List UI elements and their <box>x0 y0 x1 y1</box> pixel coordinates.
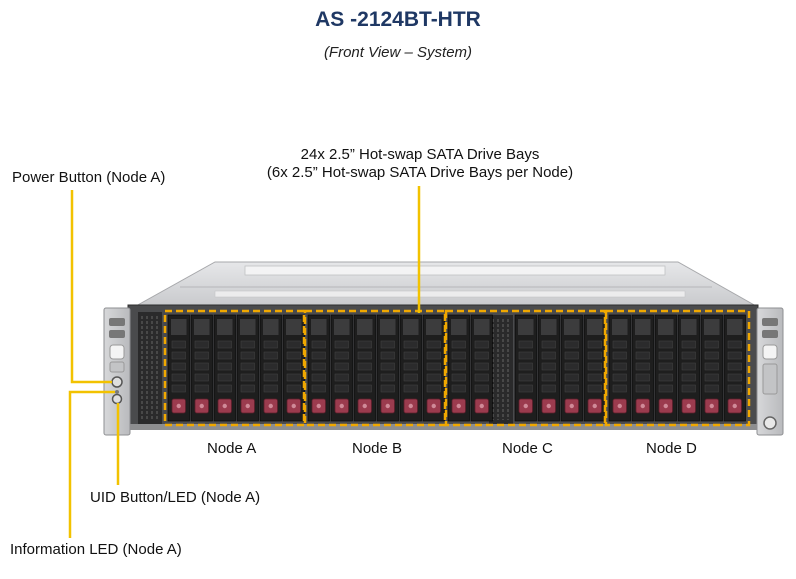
drive-bay-icon <box>282 314 305 422</box>
node-c-label: Node C <box>502 440 553 457</box>
drive-bay-icon <box>447 314 470 422</box>
rack-ear-icon <box>103 307 131 436</box>
uid-button-label: UID Button/LED (Node A) <box>90 489 261 506</box>
vent-grille-center <box>489 315 513 424</box>
drive-bays <box>167 314 746 422</box>
drive-bay-icon <box>514 314 537 422</box>
information-led-label: Information LED (Node A) <box>10 541 182 558</box>
information-led-icon <box>115 390 119 394</box>
rack-ear-right-icon <box>756 307 784 436</box>
drive-bay-icon <box>537 314 560 422</box>
chassis-top-panel <box>244 265 666 276</box>
power-button-icon <box>111 376 123 388</box>
drive-bay-icon <box>213 314 236 422</box>
page-title: AS -2124BT-HTR <box>315 8 481 31</box>
page-subtitle: (Front View – System) <box>323 44 473 61</box>
drive-bay-icon <box>608 314 631 422</box>
drive-bay-icon <box>236 314 259 422</box>
information-led-callout-line <box>68 390 115 538</box>
vent-grille-left <box>138 312 162 424</box>
power-button-label: Power Button (Node A) <box>12 169 166 186</box>
drive-bay-icon <box>677 314 700 422</box>
node-d-outline <box>604 309 751 427</box>
drive-bay-icon <box>631 314 654 422</box>
drive-bay-icon <box>353 314 376 422</box>
drive-bay-icon <box>583 314 606 422</box>
drive-bay-icon <box>422 314 445 422</box>
drive-bay-icon <box>167 314 190 422</box>
drive-bay-icon <box>700 314 723 422</box>
node-b-outline <box>303 309 447 427</box>
uid-button-icon <box>111 393 123 405</box>
drive-bay-icon <box>259 314 282 422</box>
drive-bay-icon <box>560 314 583 422</box>
power-button-callout-line <box>70 190 112 384</box>
node-a-label: Node A <box>207 440 257 457</box>
drive-bay-icon <box>399 314 422 422</box>
node-d-label: Node D <box>646 440 697 457</box>
drive-bay-icon <box>330 314 353 422</box>
node-a-outline <box>163 309 306 427</box>
drive-bay-icon <box>723 314 746 422</box>
drive-bays-label-line1: 24x 2.5” Hot-swap SATA Drive Bays <box>300 146 540 163</box>
drive-bays-callout: 24x 2.5” Hot-swap SATA Drive Bays (6x 2.… <box>0 146 796 182</box>
drive-bay-icon <box>470 314 493 422</box>
drive-bay-icon <box>190 314 213 422</box>
front-bezel-bottom-lip <box>128 424 758 430</box>
chassis-top-panel-2 <box>214 290 686 298</box>
drive-bay-icon <box>654 314 677 422</box>
drive-bay-icon <box>376 314 399 422</box>
node-b-label: Node B <box>352 440 403 457</box>
drive-bay-icon <box>307 314 330 422</box>
drive-bays-label-line2: (6x 2.5” Hot-swap SATA Drive Bays per No… <box>266 164 574 181</box>
